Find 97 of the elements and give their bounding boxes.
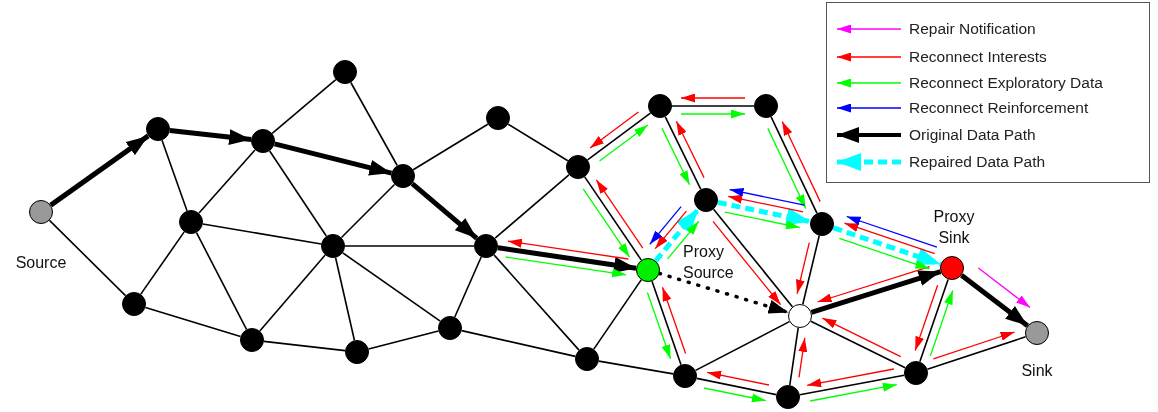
- message-arrow: [582, 188, 631, 258]
- message-arrow: [727, 194, 804, 213]
- link-line: [926, 336, 1027, 370]
- link-line: [342, 252, 441, 322]
- message-arrow: [781, 120, 821, 203]
- node-label: Proxy Sink: [932, 207, 976, 248]
- link-line: [161, 139, 188, 212]
- node-label: Proxy Source: [683, 242, 735, 283]
- message-arrow: [932, 331, 1016, 360]
- link-line: [367, 330, 440, 350]
- link-line: [144, 306, 242, 338]
- link-line: [694, 320, 791, 372]
- link-line: [919, 278, 949, 363]
- link-line: [507, 123, 569, 162]
- link-line: [696, 377, 777, 396]
- link-line: [460, 329, 577, 358]
- link-line: [651, 280, 682, 366]
- link-line: [802, 234, 820, 306]
- link-line: [454, 256, 482, 318]
- message-arrow: [821, 317, 902, 358]
- message-arrow: [680, 109, 746, 119]
- message-arrow: [712, 220, 782, 306]
- legend-label: Repair Notification: [909, 20, 1036, 38]
- message-arrow: [798, 337, 808, 379]
- message-arrow: [589, 111, 640, 149]
- message-arrow: [507, 238, 630, 260]
- message-arrow: [649, 205, 682, 245]
- message-arrow: [706, 370, 770, 386]
- link-line: [412, 123, 489, 171]
- link-line: [268, 150, 328, 237]
- legend-label: Reconnect Exploratory Data: [909, 74, 1103, 92]
- link-line: [140, 231, 185, 295]
- message-arrow: [666, 220, 700, 260]
- message-arrow: [806, 368, 895, 388]
- link-line: [493, 254, 580, 351]
- link-line: [334, 256, 356, 342]
- link-line: [202, 223, 322, 245]
- repaired-path-arrow: [653, 207, 701, 263]
- link-line: [198, 149, 256, 214]
- message-arrow: [661, 127, 691, 186]
- message-arrow: [816, 266, 931, 303]
- repaired-path-arrow: [717, 199, 811, 226]
- link-line: [586, 112, 652, 161]
- message-arrow: [680, 93, 746, 103]
- message-arrow: [595, 179, 644, 249]
- link-line: [789, 327, 799, 386]
- node-label: Source: [14, 253, 68, 273]
- message-arrow: [703, 387, 767, 403]
- link-line: [598, 360, 674, 375]
- message-arrow: [929, 289, 954, 357]
- link-line: [799, 374, 905, 396]
- data-path-arrow: [410, 181, 479, 241]
- message-arrow: [843, 222, 936, 255]
- message-arrow: [724, 211, 801, 230]
- data-path-arrow: [49, 133, 150, 208]
- link-line: [344, 245, 475, 247]
- message-arrow: [977, 267, 1031, 309]
- message-arrow: [646, 291, 672, 360]
- link-line: [263, 340, 346, 352]
- data-path-arrow: [960, 273, 1029, 328]
- node-label: Sink: [1020, 361, 1054, 381]
- link-line: [271, 78, 337, 135]
- link-line: [664, 116, 702, 190]
- link-line: [494, 174, 570, 239]
- message-arrow: [728, 188, 806, 206]
- link-line: [583, 176, 643, 261]
- legend-label: Original Data Path: [909, 126, 1036, 144]
- link-line: [810, 320, 906, 369]
- data-path-arrow: [169, 127, 252, 146]
- message-arrow: [795, 241, 810, 295]
- link-line: [48, 219, 127, 297]
- message-arrow: [654, 210, 688, 250]
- repaired-path-arrow: [832, 225, 942, 267]
- data-path-arrow: [497, 245, 637, 273]
- repaired-path-arrow: [657, 271, 791, 315]
- link-line: [671, 105, 755, 107]
- legend-label: Reconnect Interests: [909, 48, 1047, 66]
- link-line: [712, 208, 794, 308]
- message-arrow: [809, 382, 898, 402]
- message-arrow: [846, 215, 938, 248]
- message-arrow: [504, 256, 627, 278]
- data-path-arrow: [810, 269, 942, 315]
- data-path-arrow: [274, 141, 392, 176]
- link-line: [770, 116, 818, 214]
- message-arrow: [914, 284, 939, 352]
- message-arrow: [598, 124, 649, 162]
- message-arrow: [675, 120, 705, 179]
- legend-label: Reconnect Reinforcement: [909, 99, 1089, 117]
- message-arrow: [838, 237, 931, 270]
- link-line: [593, 279, 642, 350]
- link-line: [195, 231, 248, 331]
- link-line: [350, 81, 398, 167]
- legend-label: Repaired Data Path: [909, 153, 1046, 171]
- link-line: [340, 183, 396, 239]
- message-arrow: [661, 286, 687, 355]
- link-line: [259, 254, 326, 332]
- message-arrow: [767, 127, 807, 210]
